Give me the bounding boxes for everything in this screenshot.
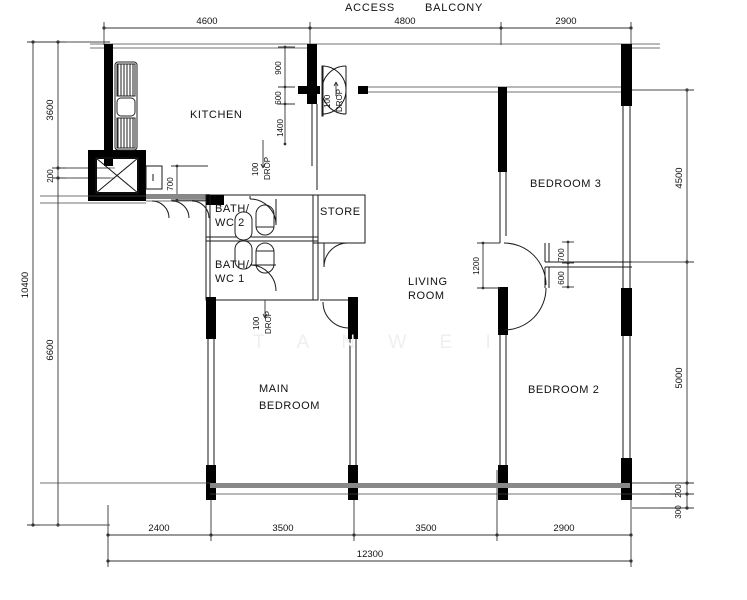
kitchen-sink-fixture [114, 61, 138, 151]
bath-drop-value: 100 [252, 316, 261, 330]
main-bedroom-walls [206, 297, 358, 500]
access-label: ACCESS [345, 2, 395, 14]
kitchen-dim-1400: 1400 [276, 119, 285, 137]
bottom-dim-3: 3500 [415, 523, 436, 534]
top-dimension-chain: 4600 4800 2900 [102, 16, 633, 45]
left-dim-200: 200 [46, 169, 55, 183]
bath-drop-note: DROP [264, 311, 273, 334]
entrance-drop-label: 100 DROP [323, 81, 344, 112]
left-dim-6600: 6600 [45, 339, 56, 360]
room-label-living-room-line1: LIVING [408, 276, 448, 288]
left-dim-3600: 3600 [45, 99, 56, 120]
left-overall-dim: 10400 [20, 272, 31, 298]
kitchen-interior-dims: 900 600 1400 100 DROP [251, 45, 295, 180]
room-label-bath-wc-1-line1: BATH/ [215, 259, 250, 271]
kitchen-walls [298, 44, 320, 190]
entrance-drop-note: DROP [335, 89, 344, 112]
kitchen-drop-note: DROP [263, 157, 272, 180]
bath-doors [249, 196, 277, 292]
kitchen-dim-900: 900 [274, 61, 283, 75]
room-label-kitchen: KITCHEN [190, 109, 242, 121]
bedroom-interior-dims: 1200 700 600 [472, 240, 574, 290]
bottom-exterior-wall [40, 482, 660, 509]
bedroom-dim-700: 700 [557, 248, 566, 262]
extension-lines [40, 28, 690, 526]
building-outline [88, 43, 660, 201]
bath-fixtures [234, 204, 275, 274]
bath-dim-700: 700 [166, 177, 175, 191]
entrance-door [321, 65, 368, 117]
kitchen-dim-600: 600 [274, 91, 283, 105]
room-label-bath-wc-2-line1: BATH/ [215, 203, 250, 215]
room-label-main-bedroom-line2: BEDROOM [259, 400, 320, 412]
bottom-dim-1: 2400 [148, 523, 169, 534]
bath-drop-label: 100 DROP [252, 300, 273, 334]
balcony-corridor-wall [368, 44, 632, 172]
room-label-main-bedroom-line1: MAIN [259, 383, 289, 395]
bedroom-dim-1200: 1200 [472, 257, 481, 275]
right-dim-300: 300 [674, 505, 683, 519]
bath-store-block [205, 194, 366, 301]
top-dim-1: 4600 [196, 16, 217, 27]
right-dim-5000: 5000 [674, 367, 685, 388]
room-label-bath-wc-2-line2: WC 2 [215, 217, 245, 229]
bedroom-dim-600: 600 [557, 271, 566, 285]
left-dimension-chain: 10400 3600 200 6600 [20, 40, 110, 527]
kitchen-window-panels [40, 194, 210, 219]
entrance-drop-value: 100 [323, 94, 332, 108]
bottom-dim-4: 2900 [553, 523, 574, 534]
top-dim-2: 4800 [394, 16, 415, 27]
room-label-bath-wc-1-line2: WC 1 [215, 273, 245, 285]
kitchen-drop-value: 100 [251, 162, 260, 176]
right-dim-4500: 4500 [674, 167, 685, 188]
room-label-living-room-line2: ROOM [408, 290, 445, 302]
living-bedroom-walls [498, 106, 632, 500]
right-dimension-chain: 4500 5000 200 300 [632, 88, 694, 519]
room-label-bedroom-3: BEDROOM 3 [530, 178, 601, 190]
room-label-store: STORE [320, 206, 361, 218]
right-dim-200: 200 [674, 484, 683, 498]
watermark: T A N W E I [253, 332, 505, 353]
bottom-dim-2: 3500 [272, 523, 293, 534]
bottom-overall-dim: 12300 [357, 549, 383, 560]
top-dim-3: 2900 [555, 16, 576, 27]
balcony-label: BALCONY [425, 2, 483, 14]
room-label-bedroom-2: BEDROOM 2 [528, 384, 599, 396]
